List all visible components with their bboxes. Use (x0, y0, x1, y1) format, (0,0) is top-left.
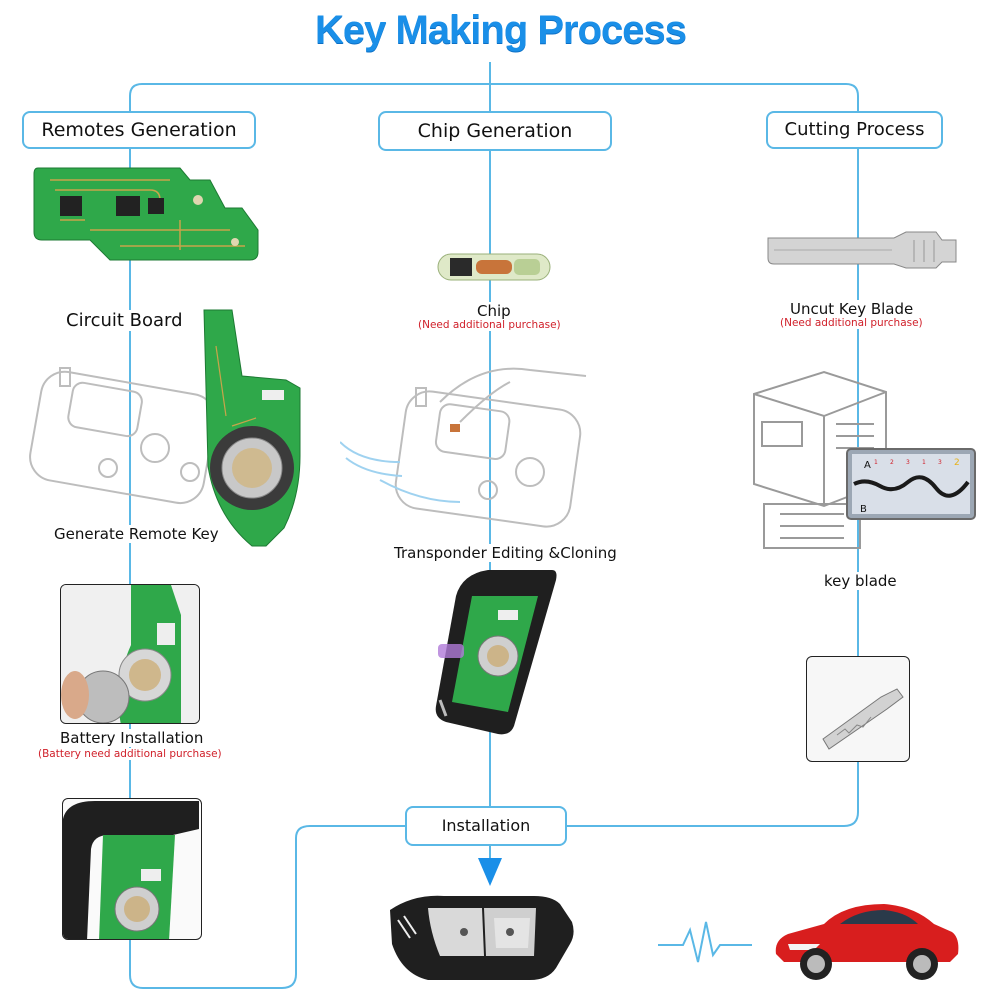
battery-installation-label: Battery Installation (58, 729, 206, 747)
remotes-generation-heading: Remotes Generation (22, 111, 256, 149)
key-blade-label: key blade (822, 572, 899, 590)
chip-purchase-note: (Need additional purchase) (418, 319, 561, 331)
uncut-key-blade-label: Uncut Key Blade (788, 300, 916, 318)
cutting-process-heading: Cutting Process (766, 111, 943, 149)
svg-text:2: 2 (890, 459, 894, 466)
remote-shell-chip-image (435, 570, 557, 735)
svg-text:1: 1 (922, 459, 926, 466)
circuit-board-label: Circuit Board (64, 310, 185, 331)
red-car-image (775, 904, 959, 980)
battery-purchase-note: (Battery need additional purchase) (38, 748, 222, 760)
chip-generation-heading: Chip Generation (378, 111, 612, 151)
remote-pcb-image (33, 167, 259, 261)
remote-shell-photo (62, 798, 202, 940)
transponder-editing-label: Transponder Editing &Cloning (392, 544, 619, 562)
cut-key-blade-photo (806, 656, 910, 762)
generate-remote-key-label: Generate Remote Key (52, 525, 221, 543)
graph-letter-a: A (864, 460, 871, 471)
down-arrow-icon (478, 858, 502, 886)
battery-installation-photo (60, 584, 200, 724)
svg-text:3: 3 (906, 459, 910, 466)
chip-label: Chip (475, 302, 513, 320)
graph-letter-b: B (860, 504, 867, 515)
programmer-device-outline (29, 367, 216, 505)
key-profile-graph: 1 2 3 1 3 2 (846, 448, 976, 520)
svg-text:3: 3 (938, 459, 942, 466)
tall-pcb-image (203, 309, 301, 547)
installation-step: Installation (405, 806, 567, 846)
glass-chip-image (437, 253, 551, 281)
svg-text:1: 1 (874, 459, 878, 466)
chip-programmer-device-outline (340, 367, 587, 528)
finished-remote-key-image (390, 895, 574, 980)
uncut-key-blade-image (767, 231, 957, 269)
svg-text:2: 2 (954, 458, 960, 468)
blade-purchase-note: (Need additional purchase) (780, 317, 923, 329)
page-title: Key Making Process (314, 8, 687, 52)
